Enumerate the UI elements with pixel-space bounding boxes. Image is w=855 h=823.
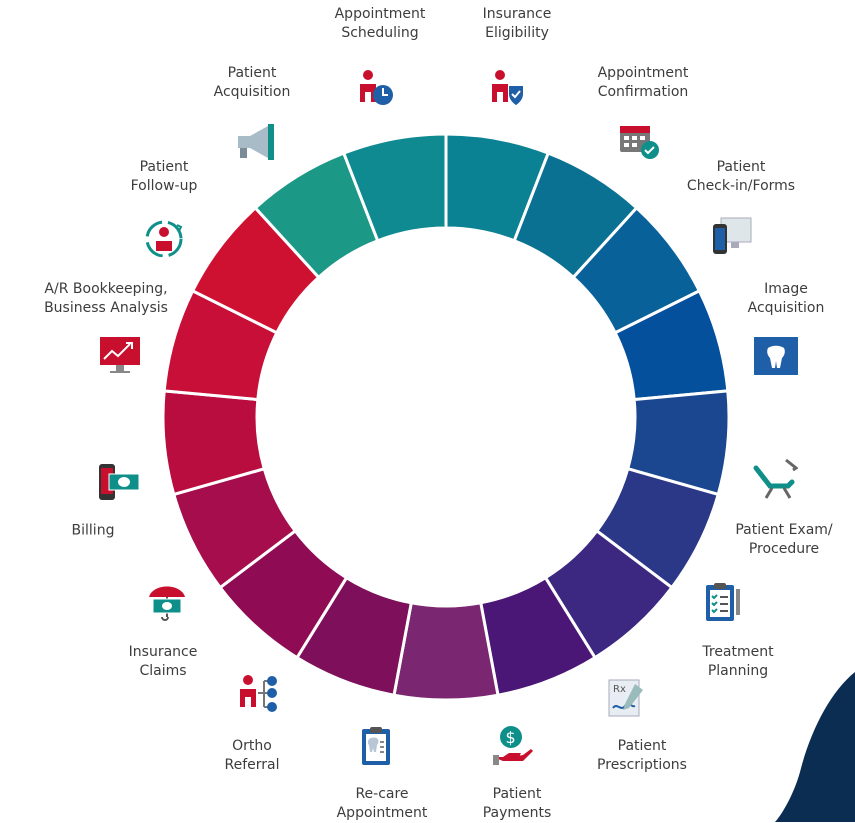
stage-label-line: Patient	[139, 159, 189, 175]
stage-label-line: Appointment	[336, 805, 428, 821]
phone-cash-icon	[97, 462, 143, 508]
tooth-clipboard-icon	[358, 725, 404, 771]
prescription-pad-icon: Rx	[605, 676, 651, 722]
stage-label-line: Patient Exam/	[735, 522, 833, 538]
stage-label-line: Insurance	[482, 6, 552, 22]
stage-label-ar-bookkeeping: A/R Bookkeeping, Business Analysis	[44, 280, 168, 318]
stage-label-line: Follow-up	[130, 178, 198, 194]
stage-label-line: Re-care	[355, 786, 409, 802]
stage-label-billing: Billing	[72, 522, 115, 541]
stage-label-line: Planning	[707, 663, 769, 679]
phone-monitor-icon	[711, 216, 757, 262]
stage-label-line: Image	[764, 281, 808, 297]
tooth-xray-icon	[753, 336, 799, 382]
stage-label-line: Patient	[716, 159, 766, 175]
ring-segment-appointment-scheduling	[341, 132, 448, 243]
stage-label-line: Procedure	[748, 541, 820, 557]
svg-text:Rx: Rx	[613, 684, 626, 695]
stage-label-line: Acquisition	[213, 84, 291, 100]
calendar-check-icon	[618, 120, 664, 166]
stage-label-line: Billing	[71, 522, 115, 539]
stage-label-line: Payments	[482, 805, 552, 821]
stage-label-line: Prescriptions	[597, 757, 687, 773]
umbrella-money-icon	[147, 581, 193, 627]
megaphone-icon	[232, 122, 278, 168]
stage-label-line: Scheduling	[341, 25, 419, 41]
person-clock-icon	[356, 68, 402, 114]
stage-label-line: Referral	[224, 757, 280, 773]
stage-label-line: Appointment	[597, 65, 689, 81]
person-shield-icon	[488, 68, 534, 114]
stage-label-line: Confirmation	[597, 84, 689, 100]
workflow-ring	[161, 132, 731, 702]
stage-label-line: Business Analysis	[44, 300, 168, 316]
stage-label-line: Treatment	[702, 644, 774, 660]
stage-label-line: Acquisition	[747, 300, 825, 316]
svg-text:$: $	[506, 728, 516, 747]
stage-label-line: Insurance	[128, 644, 198, 660]
person-cycle-icon	[140, 215, 186, 261]
hand-dollar-icon: $	[491, 725, 537, 771]
stage-label-line: A/R Bookkeeping,	[44, 281, 168, 297]
stage-label-line: Claims	[139, 663, 187, 679]
stage-label-line: Patient	[227, 65, 277, 81]
clipboard-checklist-icon	[702, 581, 748, 627]
stage-label-patient-exam-procedure: Patient Exam/Procedure	[735, 521, 832, 559]
dental-chair-icon	[752, 458, 799, 504]
stage-label-line: Eligibility	[485, 25, 549, 41]
stage-label-line: Patient	[492, 786, 542, 802]
stage-label-line: Check-in/Forms	[686, 178, 796, 194]
analytics-monitor-icon	[98, 335, 144, 381]
stage-label-line: Ortho	[232, 738, 272, 754]
stage-label-line: Appointment	[334, 6, 426, 22]
person-network-icon	[236, 673, 282, 719]
stage-label-line: Patient	[617, 738, 667, 754]
corner-decoration	[775, 672, 855, 822]
